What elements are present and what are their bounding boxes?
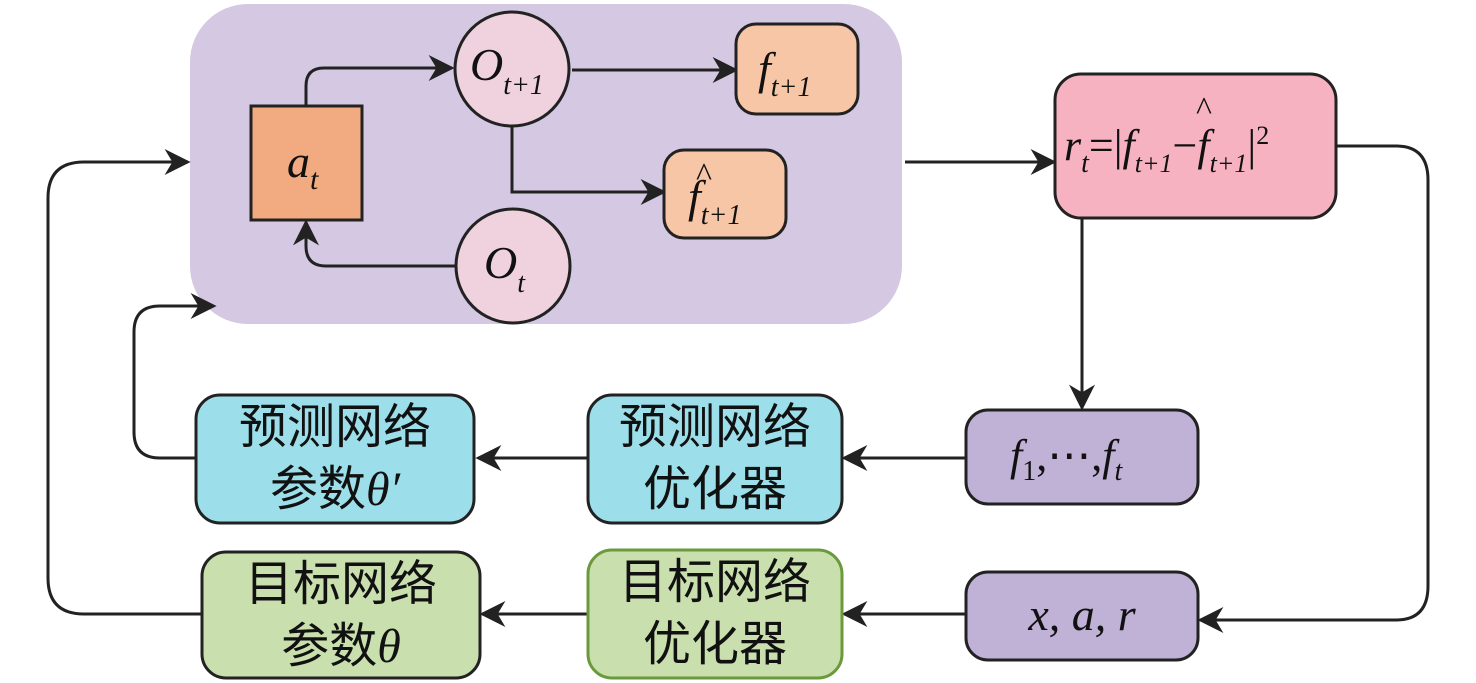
predict-params-line1: 预测网络 xyxy=(239,401,431,454)
svg-text:Ot+1: Ot+1 xyxy=(470,39,544,101)
feature-buffer-node: f1,⋯,ft xyxy=(964,408,1200,506)
feature-node: ft+1 xyxy=(734,22,860,116)
next-state-var: O xyxy=(470,39,503,90)
reward-f1-sub: t+1 xyxy=(1135,149,1173,178)
state-var: O xyxy=(484,237,517,288)
target-optimizer-node: 目标网络 优化器 xyxy=(586,548,844,680)
action-var: a xyxy=(287,136,310,187)
predicted-feature-sub: t+1 xyxy=(701,200,742,231)
action-node: at xyxy=(249,104,364,222)
svg-text:参数θ′: 参数θ′ xyxy=(270,463,402,516)
reward-power: 2 xyxy=(1256,121,1269,150)
reward-node: ^ rt=|ft+1−ft+1|2 xyxy=(1053,72,1338,220)
reward-close: | xyxy=(1247,121,1256,170)
predict-optimizer-node: 预测网络 优化器 xyxy=(586,393,844,525)
predict-params-line2-text: 参数 xyxy=(270,463,366,516)
reward-hat: ^ xyxy=(1196,91,1212,128)
predict-optimizer-line2: 优化器 xyxy=(643,463,787,516)
reward-lhs-var: r xyxy=(1064,121,1082,170)
action-sub: t xyxy=(310,163,319,196)
feature-buffer-sep: ,⋯, xyxy=(1036,431,1102,480)
svg-text:参数θ: 参数θ xyxy=(281,620,401,673)
target-params-symbol: θ xyxy=(377,620,401,673)
predict-params-node: 预测网络 参数θ′ xyxy=(194,393,476,525)
environment-panel xyxy=(190,4,902,324)
reward-lhs-sub: t xyxy=(1081,148,1090,179)
target-params-line2-text: 参数 xyxy=(281,620,377,673)
arrow-reward-to-transition-buffer xyxy=(1197,144,1430,633)
state-sub: t xyxy=(517,268,526,299)
next-state-node: Ot+1 xyxy=(453,10,571,128)
transition-buffer-label: x, a, r xyxy=(1027,589,1136,640)
target-params-node: 目标网络 参数θ xyxy=(200,550,482,680)
reward-f2-sub: t+1 xyxy=(1210,149,1248,178)
arrow-state-to-action xyxy=(293,219,456,268)
arrow-next-state-to-predicted-feature xyxy=(510,122,667,205)
predicted-feature-node: ^ ft+1 xyxy=(662,148,788,240)
arrow-action-to-next-state xyxy=(304,55,455,106)
predict-optimizer-line1: 预测网络 xyxy=(619,401,811,454)
reward-minus: − xyxy=(1173,121,1198,170)
arrow-predict-params-to-env xyxy=(132,293,217,460)
svg-text:Ot: Ot xyxy=(484,237,526,299)
feature-sub: t+1 xyxy=(771,72,812,103)
svg-text:at: at xyxy=(287,136,319,196)
target-params-line1: 目标网络 xyxy=(245,558,437,611)
target-optimizer-line2: 优化器 xyxy=(643,618,787,671)
arrow-target-params-to-env xyxy=(46,149,202,616)
reward-eq: =| xyxy=(1089,121,1123,170)
next-state-sub: t+1 xyxy=(503,70,544,101)
transition-buffer-node: x, a, r xyxy=(964,570,1200,662)
feature-buffer-first-sub: 1 xyxy=(1022,456,1036,487)
connectors xyxy=(46,55,1430,633)
svg-text:rt=|ft+1−ft+1|2: rt=|ft+1−ft+1|2 xyxy=(1064,121,1269,179)
predicted-feature-hat: ^ xyxy=(696,157,712,194)
target-optimizer-line1: 目标网络 xyxy=(619,556,811,609)
feature-buffer-last-sub: t xyxy=(1114,456,1123,487)
state-node: Ot xyxy=(454,207,572,325)
predict-params-symbol: θ′ xyxy=(366,463,402,516)
